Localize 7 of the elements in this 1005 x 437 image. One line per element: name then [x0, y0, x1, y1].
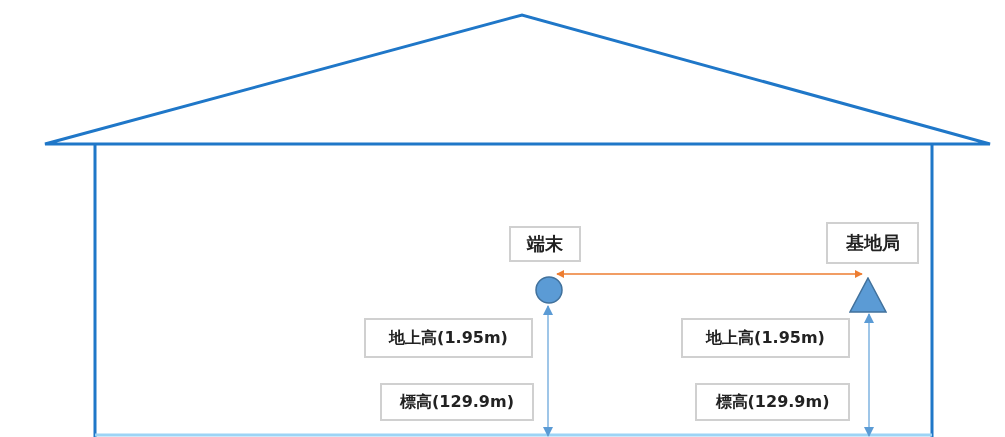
- height-label: 標高(129.9m): [380, 383, 534, 421]
- height-label: 地上高(1.95m): [681, 318, 850, 358]
- height-label: 標高(129.9m): [695, 383, 850, 421]
- height-label: 地上高(1.95m): [364, 318, 533, 358]
- name-label: 端末: [509, 226, 581, 262]
- name-label: 基地局: [826, 222, 919, 264]
- arrow: [556, 270, 863, 278]
